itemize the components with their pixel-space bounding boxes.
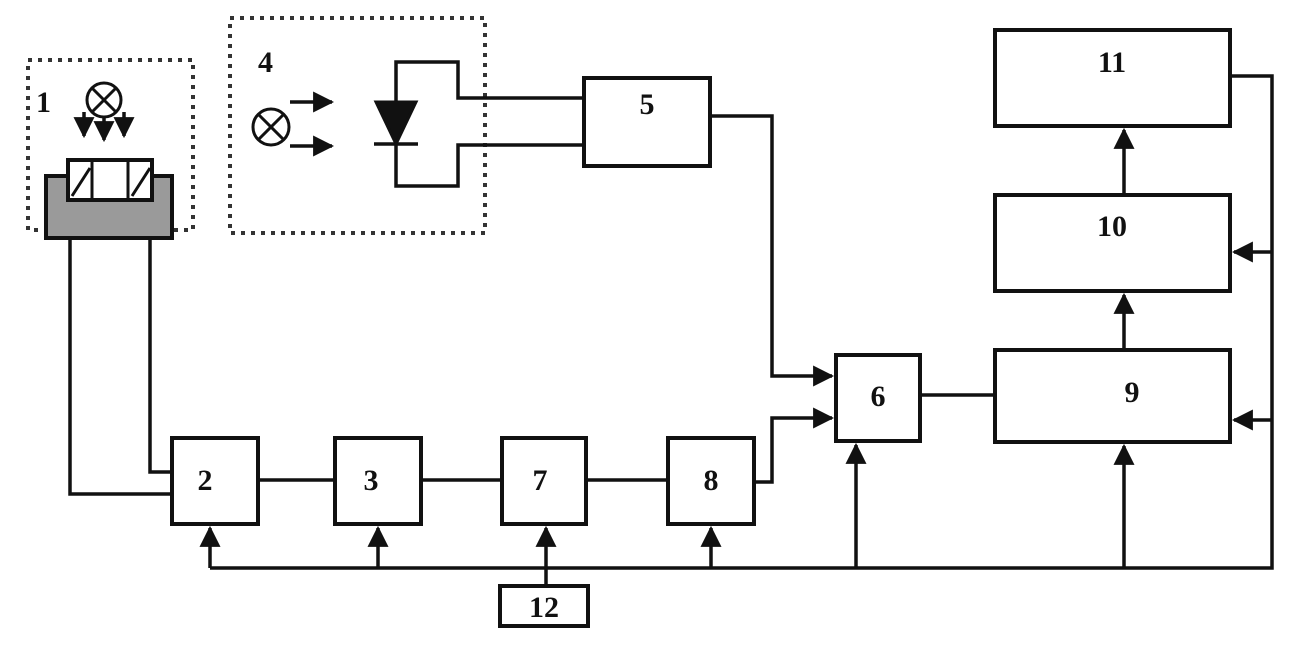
block-5 [582,76,712,168]
lamp-icon [73,81,135,143]
wire-5-6 [710,114,835,387]
label-5: 5 [640,88,655,121]
wire-sample-to-2-outer [68,238,172,496]
label-12: 12 [529,591,559,624]
label-10: 10 [1097,210,1127,243]
label-1: 1 [36,86,51,119]
label-7: 7 [533,464,548,497]
block-12 [498,584,590,628]
block-9 [993,348,1232,444]
block-2 [170,436,260,526]
wire-8-6 [754,407,835,484]
label-6: 6 [871,380,886,413]
label-8: 8 [704,464,719,497]
connections [68,74,1274,586]
sample-cell-icon [44,158,174,240]
label-3: 3 [364,464,379,497]
bus-12 [210,74,1274,570]
label-4: 4 [258,46,273,79]
block-7 [500,436,588,526]
photodiode-icon [251,60,584,188]
label-11: 11 [1098,46,1126,79]
block-11 [993,28,1232,128]
label-2: 2 [198,464,213,497]
block-6 [834,353,922,443]
group-4-boundary [228,16,487,235]
group-1-boundary [26,58,195,232]
label-9: 9 [1125,376,1140,409]
wire-sample-to-2-inner [148,238,172,474]
block-10 [993,193,1232,293]
